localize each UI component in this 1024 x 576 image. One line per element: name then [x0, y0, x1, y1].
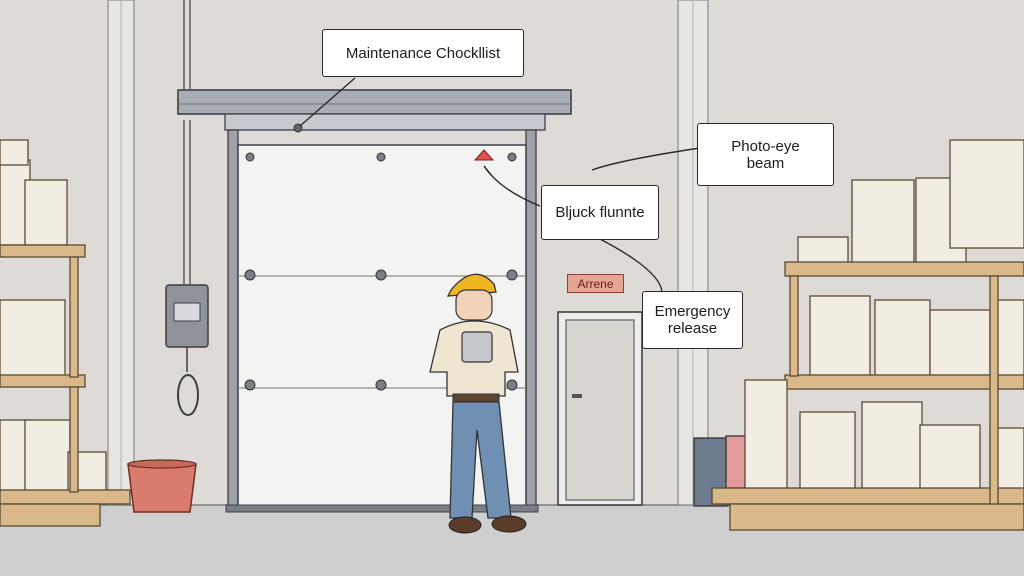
door-sign-label: Arrene: [577, 277, 614, 291]
wall-pillar-left: [107, 0, 135, 506]
door-sign: Arrene: [567, 274, 624, 293]
callout-bluck-flunnte-label: Bljuck flunnte: [555, 204, 645, 221]
left-shelving-unit: [0, 139, 131, 527]
conduit-pipe: [183, 0, 191, 285]
wall-pillar-right: [677, 0, 709, 506]
maintenance-worker: [429, 273, 527, 534]
photo-eye-sensor: [473, 149, 495, 161]
callout-photo-eye-beam-label: Photo-eye beam: [731, 137, 800, 172]
bucket: [127, 459, 197, 513]
clipboard: [461, 331, 493, 363]
callout-maintenance-checklist: Maintenance Chockllist: [322, 29, 524, 77]
callout-maintenance-checklist-label: Maintenance Chockllist: [345, 44, 501, 62]
callout-leaders: [299, 77, 701, 293]
callout-emergency-release: Emergency release: [642, 291, 743, 349]
callout-photo-eye-beam: Photo-eye beam: [697, 123, 834, 186]
right-shelving-unit: [711, 139, 1024, 531]
callout-bluck-flunnte: Bljuck flunnte: [541, 185, 659, 240]
electrical-control-box: [165, 284, 209, 416]
callout-emergency-release-label: Emergency release: [654, 303, 731, 337]
storage-bins: [693, 435, 757, 507]
door-header-beam: [177, 89, 572, 133]
side-door: [557, 311, 643, 506]
